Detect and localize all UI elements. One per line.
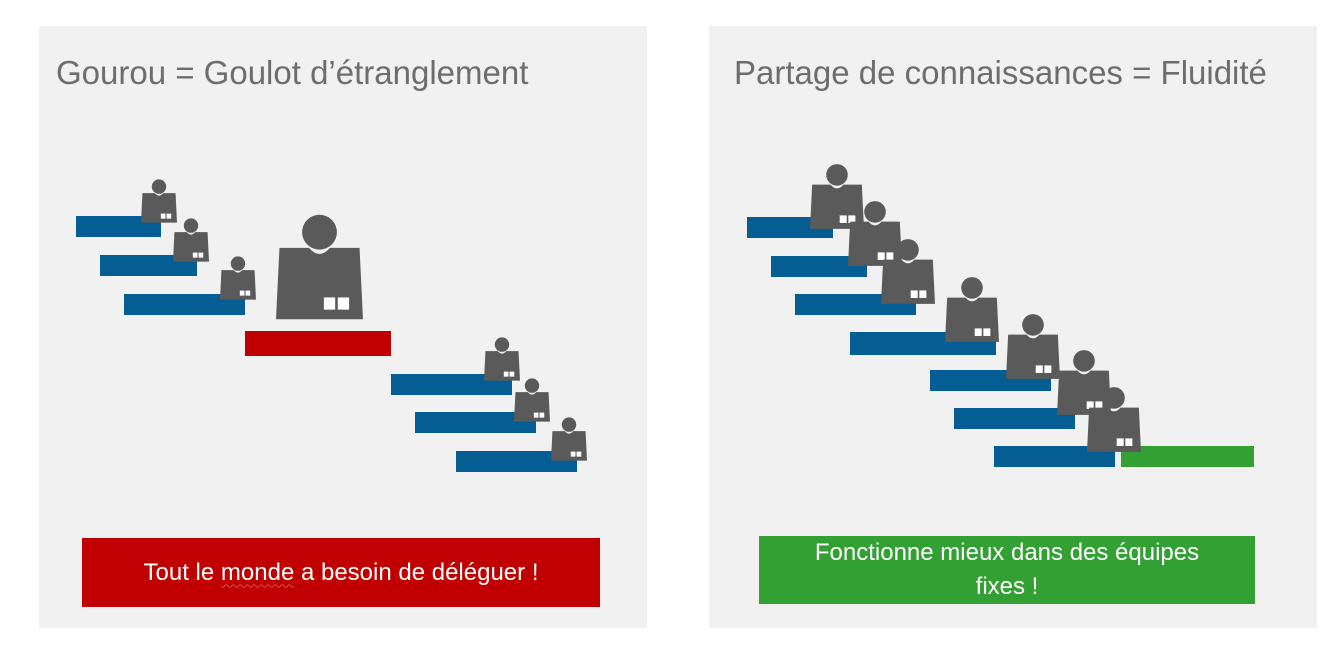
queue-bar (994, 446, 1115, 467)
banner-line-1: Fonctionne mieux dans des équipes (814, 539, 1200, 566)
person-icon (1087, 384, 1141, 455)
right-panel-banner: Fonctionne mieux dans des équipes fixes … (759, 536, 1255, 604)
left-panel-title: Gourou = Goulot d’étranglement (56, 54, 529, 91)
bottleneck-bar (245, 331, 391, 356)
flow-bar (1121, 446, 1254, 467)
guru-person-icon (276, 210, 363, 324)
left-panel-banner: Tout le monde a besoin de déléguer ! (82, 538, 600, 607)
person-icon (1006, 311, 1060, 382)
person-icon (881, 236, 935, 307)
queue-bar (391, 374, 512, 395)
banner-line-2: fixes ! (975, 573, 1039, 600)
person-icon (945, 274, 999, 345)
person-icon (220, 256, 256, 300)
queue-bar (954, 408, 1075, 429)
person-icon (141, 179, 177, 223)
right-panel: Partage de connaissances = Fluidité Fonc… (709, 26, 1317, 628)
person-icon (173, 218, 209, 262)
queue-bar (76, 216, 161, 237)
left-panel: Gourou = Goulot d’étranglement Tout le m… (39, 26, 647, 628)
queue-bar (456, 451, 577, 472)
queue-bar (415, 412, 536, 433)
banner-text-end: a besoin de déléguer ! (294, 558, 539, 586)
right-panel-title: Partage de connaissances = Fluidité (734, 54, 1267, 91)
queue-bar (771, 256, 867, 277)
banner-text-start: Tout le (143, 558, 221, 586)
person-icon (514, 376, 550, 424)
queue-bar (124, 294, 245, 315)
banner-text-underlined: monde (220, 558, 295, 586)
person-icon (551, 415, 587, 463)
queue-bar (100, 255, 197, 276)
